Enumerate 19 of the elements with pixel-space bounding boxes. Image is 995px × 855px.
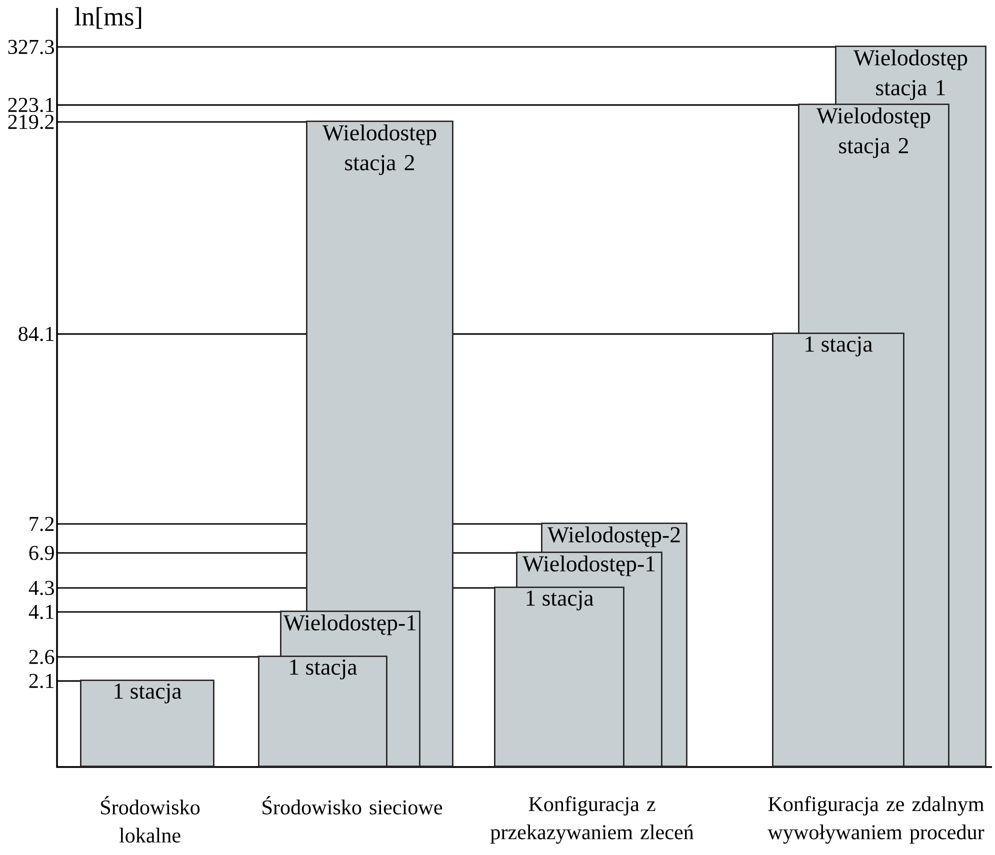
tick-label: 4.3 [28, 580, 54, 596]
tick-label: 219.2 [8, 114, 54, 130]
tick-label: 84.1 [18, 326, 54, 342]
tick-label: 4.1 [28, 604, 54, 620]
category-label: Konfiguracja z przekazywaniem zleceń [490, 796, 694, 844]
tick-label: 7.2 [30, 516, 54, 532]
bar: 1 stacja [80, 680, 214, 767]
tick-label: 327.3 [8, 40, 54, 54]
bar: 1 stacja [772, 332, 904, 767]
category-label: Konfiguracja ze zdalnym wywoływaniem procedur [768, 796, 984, 844]
tick-label: 223.1 [8, 98, 54, 112]
tick-label: 2.1 [29, 674, 54, 688]
tick-label: 2.6 [29, 650, 54, 664]
category-label: Środowisko sieciowe [262, 796, 442, 814]
axis-label: ln[ms] [74, 7, 142, 29]
bar: 1 stacja [494, 586, 624, 767]
bar: 1 stacja [258, 656, 388, 767]
tick-label: 6.9 [29, 546, 54, 560]
category-label: Środowisko lokalne [101, 796, 200, 843]
